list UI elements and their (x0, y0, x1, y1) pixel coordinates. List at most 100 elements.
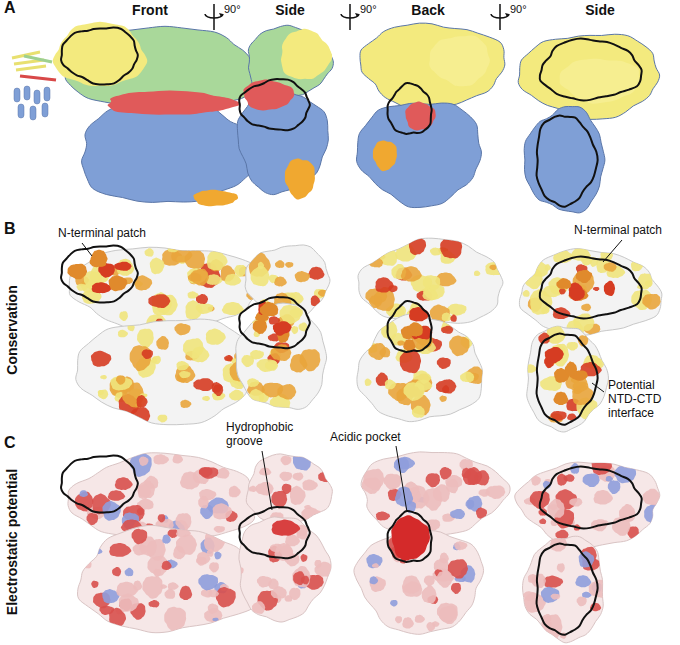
surface-patch (109, 543, 131, 557)
conserved-patch (273, 321, 292, 333)
surface-patch (185, 249, 205, 269)
surface-patch (213, 503, 233, 519)
rotation-axis (213, 4, 215, 30)
callout-label: Potential NTD-CTD interface (608, 378, 678, 420)
acidic-patch (391, 515, 430, 560)
surface-patch (280, 472, 293, 482)
surface-patch (180, 400, 191, 408)
protein-lobe (361, 452, 510, 537)
surface-patch (437, 357, 451, 369)
protein-lobe (358, 238, 503, 323)
row-label: Electrostatic potential (5, 469, 19, 615)
surface-patch (224, 355, 233, 361)
surface-patch (145, 248, 154, 256)
protein-lobe (236, 303, 327, 409)
protein-lobe (519, 249, 662, 336)
helix-cylinder (44, 87, 50, 101)
domain-patch (429, 36, 490, 87)
surface-patch (403, 382, 424, 401)
region-outline (61, 246, 138, 303)
panel-letter: C (4, 436, 16, 450)
surface-patch (395, 616, 402, 623)
protein-lobe (360, 23, 505, 110)
surface-patch (175, 513, 191, 531)
surface-patch (415, 615, 425, 623)
conserved-patch (565, 362, 577, 376)
surface-patch (270, 544, 282, 553)
surface-patch (440, 553, 449, 564)
surface-patch (198, 496, 209, 509)
surface-patch (460, 372, 474, 383)
rotation-axis (499, 4, 501, 30)
conserved-patch (569, 288, 585, 301)
surface-patch (162, 561, 172, 570)
surface-patch (180, 472, 200, 490)
surface-patches (365, 321, 485, 417)
surface-patch (365, 378, 372, 386)
surface-patch (295, 271, 310, 282)
surface-patch (142, 349, 153, 359)
surface-patches (523, 248, 661, 338)
surface-patch (606, 476, 613, 482)
surface-patch (369, 258, 383, 268)
surface-patch (149, 600, 160, 607)
surface-patch (541, 307, 549, 314)
conserved-patch (545, 347, 564, 361)
row-label: Conservation (5, 285, 19, 374)
surface-patch (275, 260, 285, 268)
surface-patch (644, 504, 661, 524)
region-outline (239, 79, 310, 130)
surface-patch (531, 476, 541, 486)
surface-patch (557, 563, 565, 572)
surface-patch (412, 406, 425, 418)
panel-letter: A (4, 1, 16, 15)
surface-patch (108, 490, 125, 501)
surface-patch (216, 587, 236, 608)
surface-patch (581, 304, 591, 311)
ribbon-inset (12, 52, 56, 120)
rotation-angle: 90° (224, 2, 241, 16)
surface-patch (463, 468, 478, 485)
surface-patches (249, 449, 331, 527)
surface-patch (250, 350, 264, 360)
conserved-patch (556, 278, 571, 289)
surface-patch (476, 507, 487, 518)
surface-patch (569, 498, 582, 507)
arrowhead (505, 13, 509, 17)
leader-line (603, 240, 622, 262)
conserved-patch (407, 322, 423, 336)
surface-patch (370, 576, 386, 592)
conserved-patch (553, 392, 568, 405)
surface-patch (132, 529, 148, 545)
surface-patch (566, 342, 578, 351)
surface-patch (291, 326, 298, 334)
surface-patch (559, 288, 566, 294)
conserved-patch (604, 281, 615, 296)
surface-patch (83, 560, 92, 569)
surface-patch (402, 617, 414, 628)
surface-patch (214, 551, 221, 559)
surface-patch (208, 589, 219, 597)
surface-patch (592, 457, 612, 475)
surface-patch (422, 586, 437, 604)
surface-patch (139, 456, 148, 466)
conserved-patch (260, 302, 278, 316)
surface-patch (79, 490, 88, 497)
surface-patch (523, 290, 530, 297)
surface-patch (137, 395, 148, 408)
region-outline (540, 38, 642, 100)
region-outline (537, 333, 598, 424)
surface-patch (302, 479, 318, 490)
surface-patch (442, 313, 452, 322)
surface-patch (271, 586, 287, 598)
surface-patch (530, 289, 552, 315)
surface-patch (570, 248, 591, 261)
surface-patch (583, 473, 600, 487)
surface-patch (293, 473, 304, 481)
surface-patch (137, 480, 154, 498)
domain-patch (193, 190, 238, 206)
surface-patch (541, 614, 562, 640)
surface-patch (454, 541, 467, 550)
surface-patch (158, 415, 168, 423)
conserved-patch (569, 288, 589, 301)
